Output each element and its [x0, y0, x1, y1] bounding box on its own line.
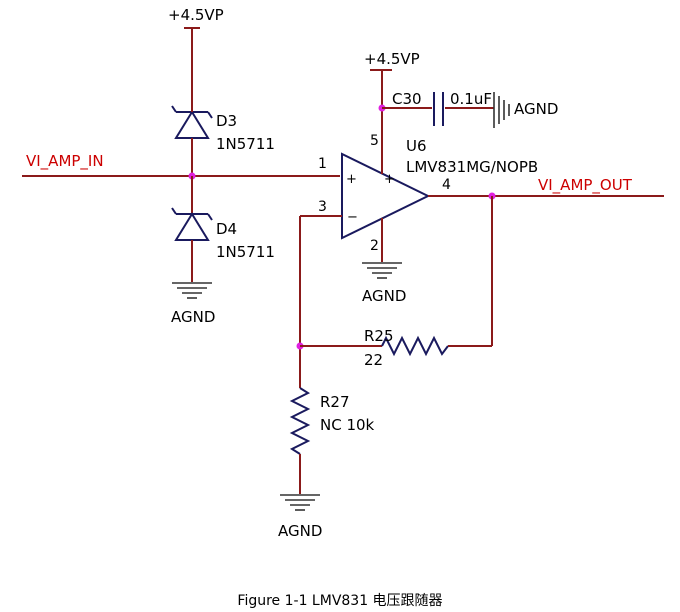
output-net-label: VI_AMP_OUT	[538, 176, 633, 195]
d4-ground-label: AGND	[171, 308, 215, 326]
ground-symbol-c30	[493, 92, 510, 128]
u6-minus-sign: −	[347, 210, 358, 225]
d4-value: 1N5711	[216, 243, 275, 261]
r25-value: 22	[364, 351, 383, 369]
u6-ref: U6	[406, 137, 427, 155]
d4-ref: D4	[216, 220, 237, 238]
resistor-r27	[289, 387, 311, 494]
diode-d4	[171, 176, 213, 282]
inverting-input-wire	[299, 215, 342, 388]
resistor-r25	[300, 196, 493, 357]
u6-supply-wire	[370, 69, 392, 174]
r27-ground-label: AGND	[278, 522, 322, 540]
u6-supply-sign: +	[384, 172, 395, 187]
u6-plus-sign: +	[346, 172, 357, 187]
pin-2-label: 2	[370, 238, 379, 254]
diode-d3	[171, 104, 213, 176]
c30-value: 0.1uF	[450, 90, 492, 108]
top-power-symbol	[184, 27, 200, 104]
opamp-u6	[341, 152, 431, 240]
u6-ground-label: AGND	[362, 287, 406, 305]
r27-value: NC 10k	[320, 416, 375, 434]
pin-3-label: 3	[318, 199, 327, 215]
u6-power-label: +4.5VP	[364, 50, 420, 68]
pin-4-label: 4	[442, 177, 451, 193]
pin-1-label: 1	[318, 156, 327, 172]
ground-symbol-r27	[280, 494, 320, 511]
c30-ref: C30	[392, 90, 422, 108]
ground-symbol-d4	[172, 282, 212, 299]
r25-ref: R25	[364, 327, 394, 345]
ground-symbol-u6	[362, 262, 402, 279]
input-net-label: VI_AMP_IN	[26, 152, 104, 171]
capacitor-c30	[382, 92, 494, 126]
pin-5-label: 5	[370, 133, 379, 149]
r27-ref: R27	[320, 393, 350, 411]
u6-value: LMV831MG/NOPB	[406, 158, 538, 176]
d3-ref: D3	[216, 112, 237, 130]
d3-value: 1N5711	[216, 135, 275, 153]
top-power-label: +4.5VP	[168, 6, 224, 24]
c30-ground-label: AGND	[514, 100, 558, 118]
figure-caption: Figure 1-1 LMV831 电压跟随器	[237, 593, 443, 609]
